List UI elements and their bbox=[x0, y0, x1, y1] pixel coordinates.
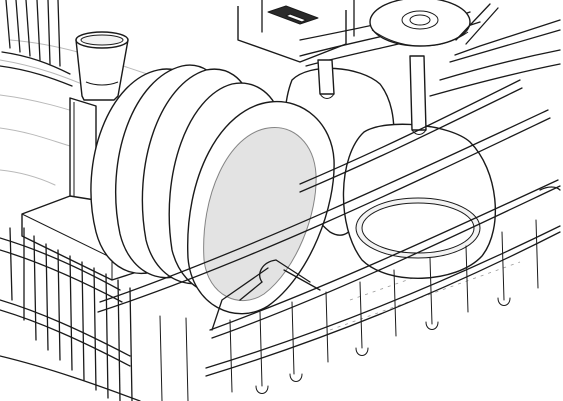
cup-shelf-bracket bbox=[237, 0, 355, 63]
front-rack-rails bbox=[97, 79, 561, 377]
plate-stack bbox=[90, 64, 335, 315]
front-left-tines bbox=[0, 227, 141, 401]
front-plate-well bbox=[203, 127, 317, 301]
tumbler bbox=[69, 31, 129, 215]
fold-down-tine bbox=[211, 259, 321, 331]
rack-feet-loops bbox=[255, 297, 511, 394]
front-edge-tines bbox=[159, 186, 561, 401]
rear-left-tines bbox=[0, 0, 73, 87]
wine-glass-foot bbox=[369, 0, 499, 47]
